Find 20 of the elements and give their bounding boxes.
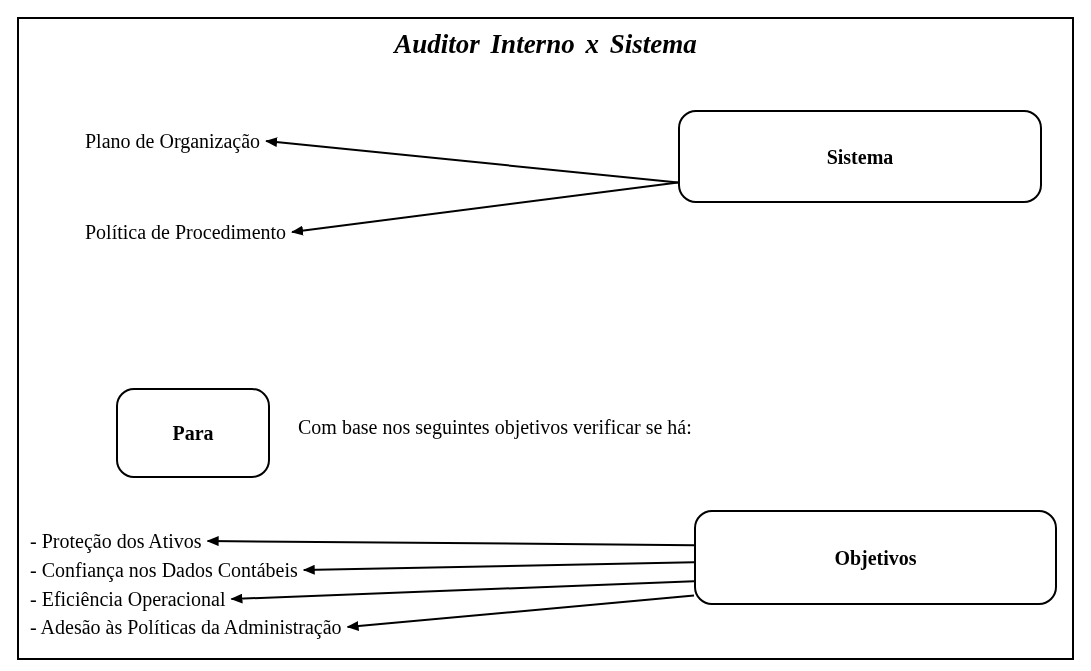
arrow bbox=[346, 594, 695, 631]
list-text: - Eficiência Operacional bbox=[30, 586, 226, 612]
rounded-box bbox=[694, 510, 1057, 605]
box-label: Sistema bbox=[826, 144, 894, 170]
arrow bbox=[302, 561, 695, 575]
diagram-title: Auditor Interno x Sistema bbox=[392, 28, 698, 61]
arrow bbox=[291, 181, 679, 236]
list-text: - Adesão às Políticas da Administração bbox=[30, 614, 342, 640]
rounded-box bbox=[678, 110, 1042, 203]
box-label: Para bbox=[172, 421, 214, 446]
rounded-box bbox=[116, 388, 270, 478]
arrow bbox=[230, 580, 695, 604]
box-label: Objetivos bbox=[834, 545, 917, 572]
list-text: - Proteção dos Ativos bbox=[30, 528, 202, 554]
arrow bbox=[265, 137, 679, 184]
list-text: Plano de Organização bbox=[85, 128, 261, 154]
list-text: Política de Procedimento bbox=[85, 219, 287, 245]
note-text: Com base nos seguintes objetivos verificar se há: bbox=[298, 415, 692, 440]
arrow bbox=[206, 536, 695, 547]
list-text: - Confiança nos Dados Contábeis bbox=[30, 557, 298, 583]
